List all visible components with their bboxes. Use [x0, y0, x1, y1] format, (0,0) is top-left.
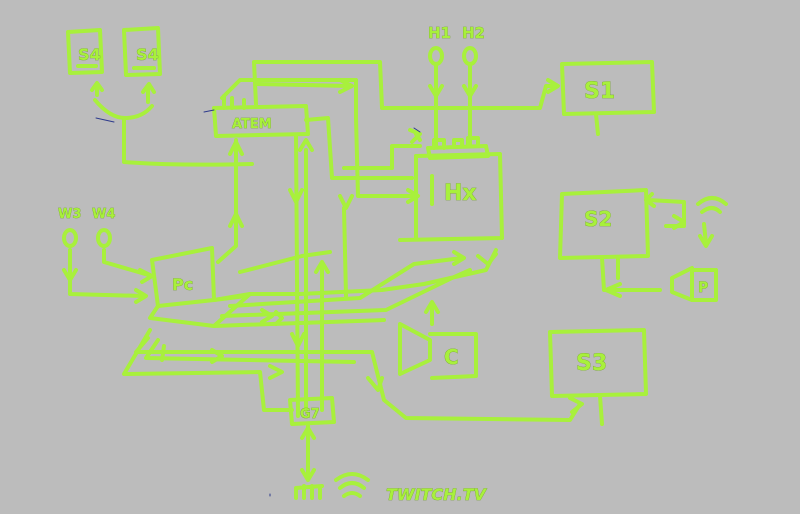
trunk-right: [314, 260, 330, 412]
label-w4: W4: [92, 207, 115, 222]
router-g7: [288, 396, 336, 482]
atem-loop-line: [220, 78, 418, 198]
label-twitch: TWITCH.TV: [386, 485, 488, 504]
label-s4-right: S4: [136, 45, 159, 64]
label-s4-left: S4: [78, 45, 101, 64]
label-hx: Hx: [444, 181, 477, 206]
label-g7: G7: [300, 407, 320, 422]
atem-right-line: [304, 116, 414, 180]
label-c: C: [444, 345, 459, 369]
label-s3: S3: [576, 351, 607, 376]
hub-hx: [398, 136, 504, 242]
webcam-w3: [62, 228, 148, 304]
antenna-icon: [294, 484, 324, 500]
label-pc: Pc: [172, 275, 193, 294]
pc-bottom-lines: [122, 328, 582, 422]
monitor-s2: [558, 188, 662, 292]
webcam-w4: [96, 228, 154, 284]
label-h2: H2: [462, 24, 485, 42]
label-atem: ATEM: [232, 117, 272, 132]
monitor-s1: [560, 60, 656, 136]
trunk-atem-left: [216, 138, 244, 264]
monitor-s3: [548, 328, 648, 426]
camera-h2: [462, 46, 478, 148]
screen-s4-right: [122, 26, 162, 104]
label-p: P: [698, 280, 708, 296]
wifi-icon: [334, 472, 370, 498]
ink-marks: [95, 109, 421, 497]
wifi-icon: [696, 196, 728, 248]
trunk-atem-middle: [294, 134, 300, 418]
camera-c: [398, 300, 478, 380]
projector-p: [604, 266, 718, 302]
label-h1: H1: [428, 24, 451, 42]
camera-h1: [428, 46, 444, 148]
label-s2: S2: [584, 207, 612, 231]
atem-top-line: [252, 60, 554, 110]
pc-bus-lines: [212, 248, 498, 328]
label-w3: W3: [58, 207, 81, 222]
label-s1: S1: [584, 79, 615, 104]
atem-box: [212, 94, 310, 138]
screen-s4-left: [66, 28, 104, 97]
